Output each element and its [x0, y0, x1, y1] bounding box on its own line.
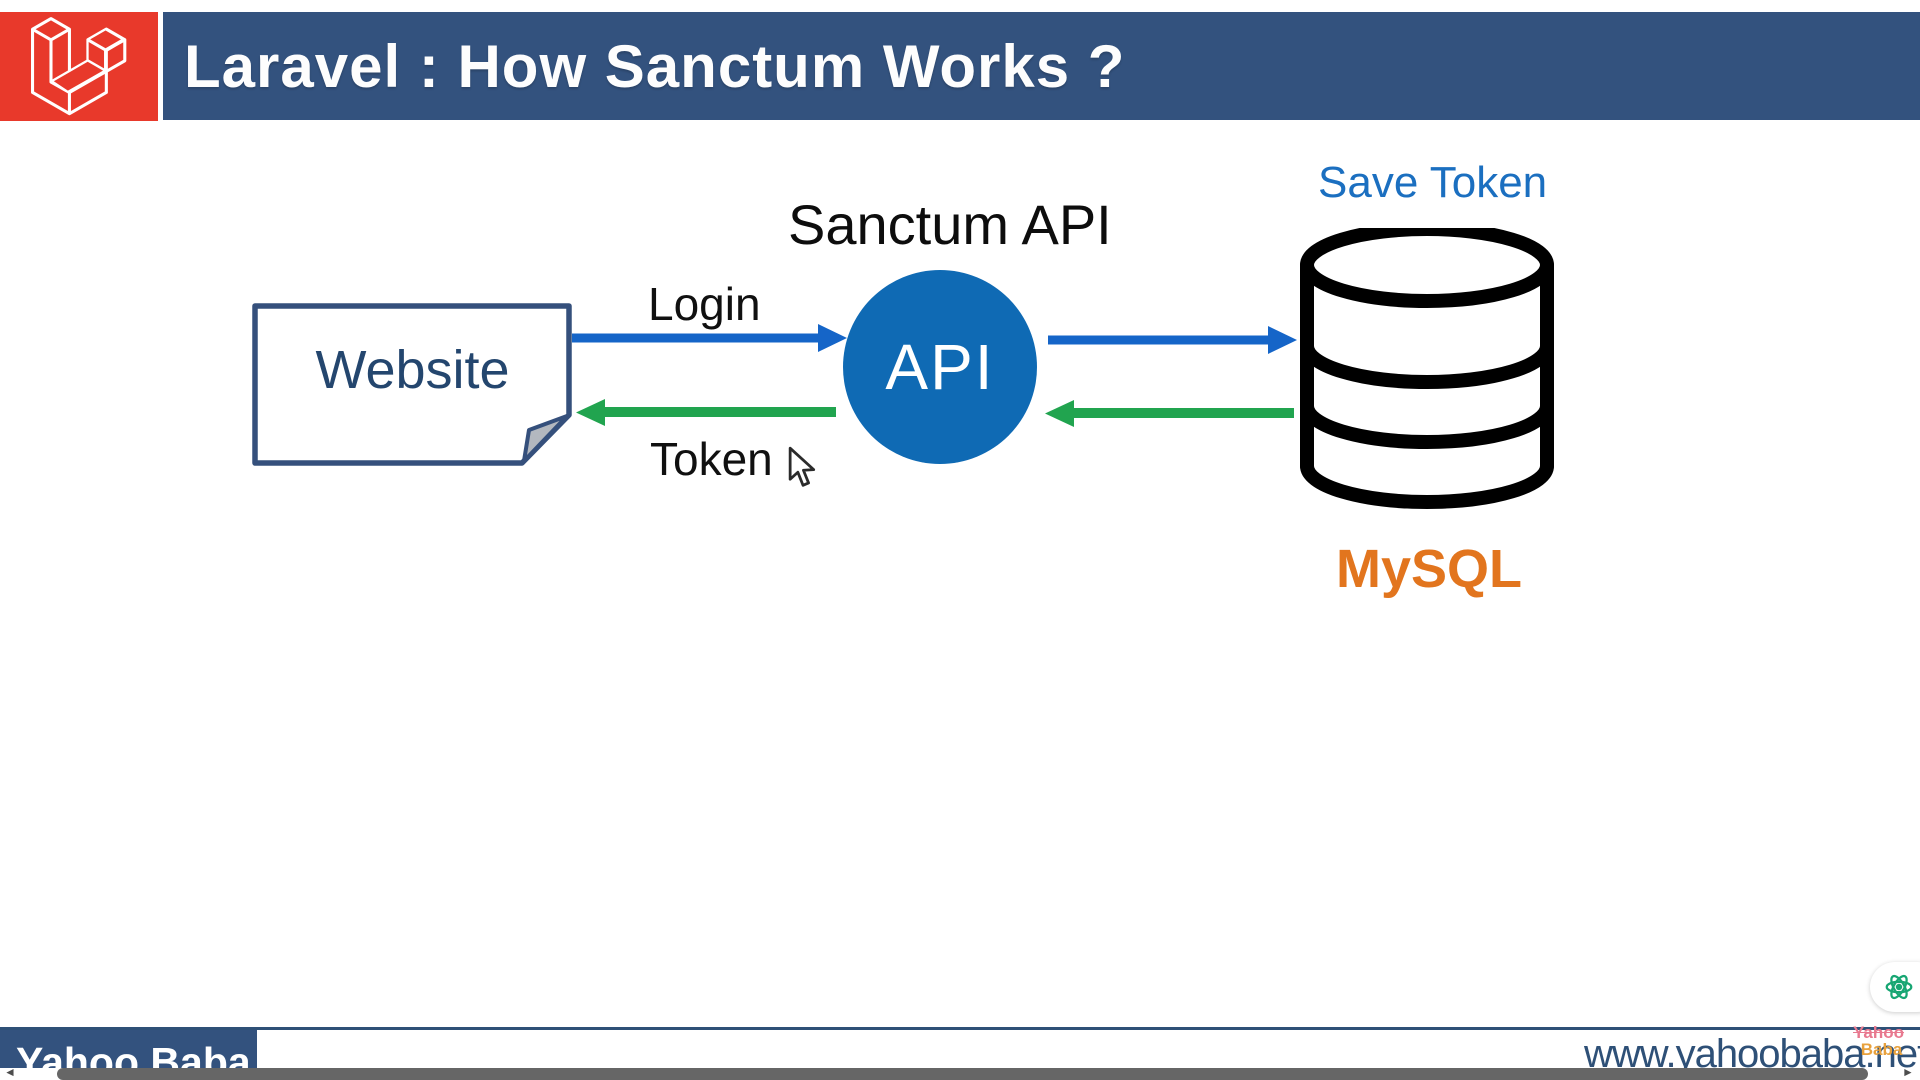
laravel-logo-icon: [31, 16, 127, 117]
watermark-baba: Baba: [1860, 1040, 1903, 1059]
db-to-api-arrow: [1045, 400, 1294, 427]
atom-button[interactable]: [1870, 962, 1920, 1012]
database-icon: [1300, 228, 1554, 509]
token-arrow: [576, 399, 836, 426]
scroll-left-icon[interactable]: ◄: [4, 1065, 16, 1079]
watermark-logo: Yahoo Baba: [1853, 1024, 1904, 1058]
mysql-label: MySQL: [1335, 539, 1523, 599]
website-box-shape: [252, 303, 572, 466]
atom-icon: [1885, 974, 1913, 1000]
header-bar: Laravel : How Sanctum Works ?: [163, 12, 1920, 120]
website-label: Website: [315, 339, 510, 400]
save-token-label: Save Token: [1318, 158, 1548, 207]
watermark-yahoo: Yahoo: [1853, 1023, 1905, 1042]
scroll-right-icon[interactable]: ►: [1902, 1065, 1914, 1079]
laravel-logo-box: [0, 12, 158, 121]
footer-divider-line: [0, 1027, 1920, 1030]
horizontal-scrollbar[interactable]: ◄ ►: [0, 1065, 1920, 1080]
page-title: Laravel : How Sanctum Works ?: [184, 32, 1126, 100]
api-to-db-arrow: [1048, 326, 1297, 354]
token-label: Token: [650, 433, 773, 485]
api-node: API: [843, 270, 1037, 464]
scrollbar-thumb[interactable]: [57, 1068, 1868, 1080]
login-label: Login: [648, 278, 761, 330]
website-node: Website: [252, 303, 573, 470]
api-label: API: [885, 331, 995, 403]
sanctum-api-label: Sanctum API: [788, 193, 1112, 256]
mouse-cursor-icon: [788, 446, 816, 487]
